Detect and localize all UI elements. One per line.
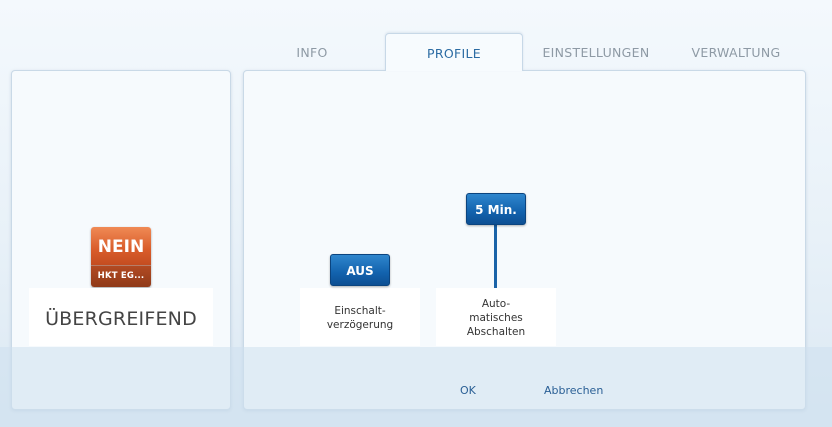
group-label: ÜBERGREIFEND (29, 288, 213, 346)
device-tile[interactable]: NEIN HKT EG... (91, 227, 151, 287)
tab-einstellungen[interactable]: EINSTELLUNGEN (542, 45, 650, 60)
auto-off-text: Auto- matisches Abschalten (466, 298, 526, 338)
tab-verwaltung[interactable]: VERWALTUNG (691, 45, 781, 60)
tab-bar: INFO PROFILE EINSTELLUNGEN VERWALTUNG (244, 33, 806, 71)
device-name: HKT EG... (91, 265, 151, 287)
auto-off-value[interactable]: 5 Min. (466, 193, 526, 225)
switch-on-delay-label: Einschalt- verzögerung (300, 288, 420, 346)
switch-on-delay-value[interactable]: AUS (330, 254, 390, 286)
ok-button[interactable]: OK (460, 384, 476, 397)
device-status: NEIN (91, 227, 151, 265)
auto-off-label: Auto- matisches Abschalten (436, 288, 556, 346)
value-connector (494, 225, 497, 288)
profile-panel (243, 70, 806, 410)
tab-info[interactable]: INFO (296, 45, 328, 60)
tab-profile[interactable]: PROFILE (385, 33, 523, 71)
cancel-button[interactable]: Abbrechen (544, 384, 604, 397)
switch-on-delay-text: Einschalt- verzögerung (326, 305, 394, 331)
